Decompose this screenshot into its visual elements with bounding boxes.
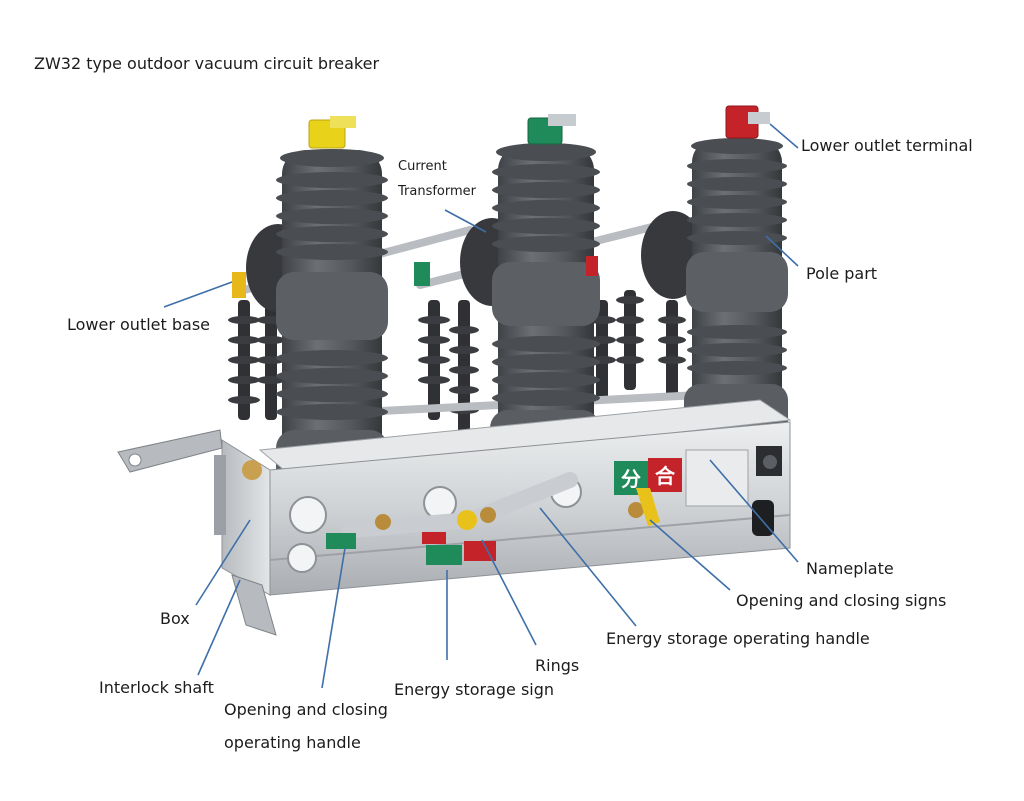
label-nameplate: Nameplate: [806, 559, 894, 578]
opening-closing-signs-art: 分 合: [614, 458, 682, 526]
label-opening-closing-handle-line2: operating handle: [224, 733, 361, 752]
handle-knobs: [375, 502, 644, 530]
label-rings: Rings: [535, 656, 580, 675]
leader-lines: [163, 123, 799, 689]
yellow-terminal-icon: [308, 116, 356, 149]
label-lower-outlet-base: Lower outlet base: [67, 315, 211, 334]
label-current-transformer-line2: Transformer: [398, 184, 477, 199]
diagram-title: ZW32 type outdoor vacuum circuit breaker: [34, 54, 380, 73]
label-box: Box: [160, 609, 190, 628]
label-lower-outlet-terminal: Lower outlet terminal: [801, 136, 973, 155]
interlock-shaft-art: [214, 455, 262, 535]
label-current-transformer-line1: Current: [398, 159, 447, 174]
label-energy-storage-operating-handle: Energy storage operating handle: [606, 629, 870, 648]
arrester-sheds: [228, 296, 686, 414]
open-sign-text: 分: [621, 467, 641, 491]
label-opening-closing-signs: Opening and closing signs: [736, 591, 947, 610]
label-energy-storage-sign: Energy storage sign: [394, 680, 555, 699]
green-terminal-icon: [527, 114, 576, 145]
label-pole-part: Pole part: [806, 264, 878, 283]
mounting-bracket: [117, 429, 277, 636]
lower-outlet-base-icons: [232, 256, 598, 298]
label-interlock-shaft: Interlock shaft: [99, 678, 214, 697]
energy-storage-sign-art: [326, 532, 496, 565]
close-sign-text: 合: [655, 464, 676, 488]
red-terminal-icon: [725, 105, 770, 139]
pole-part-c: [684, 138, 788, 440]
label-opening-closing-handle-line1: Opening and closing: [224, 700, 388, 719]
